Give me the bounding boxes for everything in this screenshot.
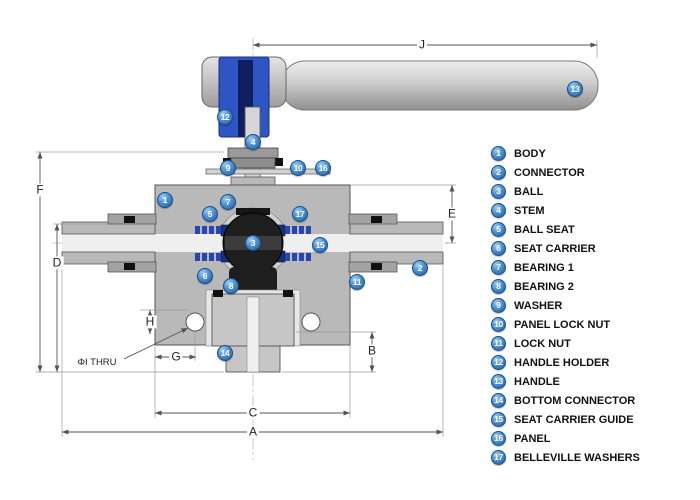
legend-item: 11 LOCK NUT [491, 334, 696, 353]
legend-item-number-badge: 8 [491, 279, 506, 294]
legend-item-number: 8 [496, 281, 501, 292]
legend-item-label: BODY [514, 147, 546, 160]
legend-item: 12 HANDLE HOLDER [491, 353, 696, 372]
legend-item: 2 CONNECTOR [491, 163, 696, 182]
legend-item-label: WASHER [514, 299, 563, 312]
legend-item-number: 11 [494, 338, 503, 349]
legend-item-number-badge: 10 [491, 317, 506, 332]
legend-item: 10 PANEL LOCK NUT [491, 315, 696, 334]
legend-item-number-badge: 14 [491, 393, 506, 408]
legend-item-number: 16 [494, 433, 503, 444]
legend-item-number: 2 [496, 167, 501, 178]
legend-item-number-badge: 5 [491, 222, 506, 237]
legend-item-number-badge: 7 [491, 260, 506, 275]
legend-item: 17 BELLEVILLE WASHERS [491, 448, 696, 467]
legend-item-number-badge: 6 [491, 241, 506, 256]
legend-item-number-badge: 3 [491, 184, 506, 199]
legend-item: 5 BALL SEAT [491, 220, 696, 239]
legend-item-label: HANDLE HOLDER [514, 356, 610, 369]
legend-item-label: CONNECTOR [514, 166, 585, 179]
legend-item-number-badge: 15 [491, 412, 506, 427]
legend-item-number-badge: 11 [491, 336, 506, 351]
legend-item: 14 BOTTOM CONNECTOR [491, 391, 696, 410]
legend-item-number: 9 [496, 300, 501, 311]
legend-item: 7 BEARING 1 [491, 258, 696, 277]
legend-item-number-badge: 12 [491, 355, 506, 370]
legend-item-label: STEM [514, 204, 545, 217]
legend-item-number: 17 [494, 452, 503, 463]
legend-item-label: BALL SEAT [514, 223, 575, 236]
legend-item-number: 7 [496, 262, 501, 273]
legend-item: 8 BEARING 2 [491, 277, 696, 296]
legend-item-label: SEAT CARRIER [514, 242, 596, 255]
legend-item-number: 4 [496, 205, 501, 216]
parts-legend: 1 BODY 2 CONNECTOR 3 BALL 4 STEM 5 BALL … [491, 144, 696, 467]
legend-item-number: 15 [494, 414, 503, 425]
legend-item: 4 STEM [491, 201, 696, 220]
legend-item-label: HANDLE [514, 375, 560, 388]
legend-item-number-badge: 17 [491, 450, 506, 465]
legend-item: 13 HANDLE [491, 372, 696, 391]
legend-item-label: BALL [514, 185, 544, 198]
legend-item-number: 5 [496, 224, 501, 235]
legend-item-number: 6 [496, 243, 501, 254]
legend-item: 3 BALL [491, 182, 696, 201]
legend-item: 9 WASHER [491, 296, 696, 315]
legend-item-number-badge: 1 [491, 146, 506, 161]
legend-item: 1 BODY [491, 144, 696, 163]
legend-item-number-badge: 2 [491, 165, 506, 180]
legend-item-number: 1 [496, 148, 501, 159]
legend-item-label: LOCK NUT [514, 337, 571, 350]
legend-item: 6 SEAT CARRIER [491, 239, 696, 258]
legend-item-number-badge: 16 [491, 431, 506, 446]
legend-item-number: 12 [494, 357, 503, 368]
legend-item-number-badge: 13 [491, 374, 506, 389]
legend-item-label: BOTTOM CONNECTOR [514, 394, 636, 407]
legend-item: 16 PANEL [491, 429, 696, 448]
legend-item: 15 SEAT CARRIER GUIDE [491, 410, 696, 429]
legend-item-number-badge: 4 [491, 203, 506, 218]
legend-item-label: SEAT CARRIER GUIDE [514, 413, 634, 426]
legend-item-number: 14 [494, 395, 503, 406]
legend-item-label: PANEL [514, 432, 551, 445]
legend-item-label: BEARING 2 [514, 280, 574, 293]
legend-item-number: 13 [494, 376, 503, 387]
legend-item-label: PANEL LOCK NUT [514, 318, 611, 331]
legend-item-label: BELLEVILLE WASHERS [514, 451, 640, 464]
legend-item-number: 10 [494, 319, 503, 330]
legend-item-number-badge: 9 [491, 298, 506, 313]
legend-item-number: 3 [496, 186, 501, 197]
legend-item-label: BEARING 1 [514, 261, 574, 274]
